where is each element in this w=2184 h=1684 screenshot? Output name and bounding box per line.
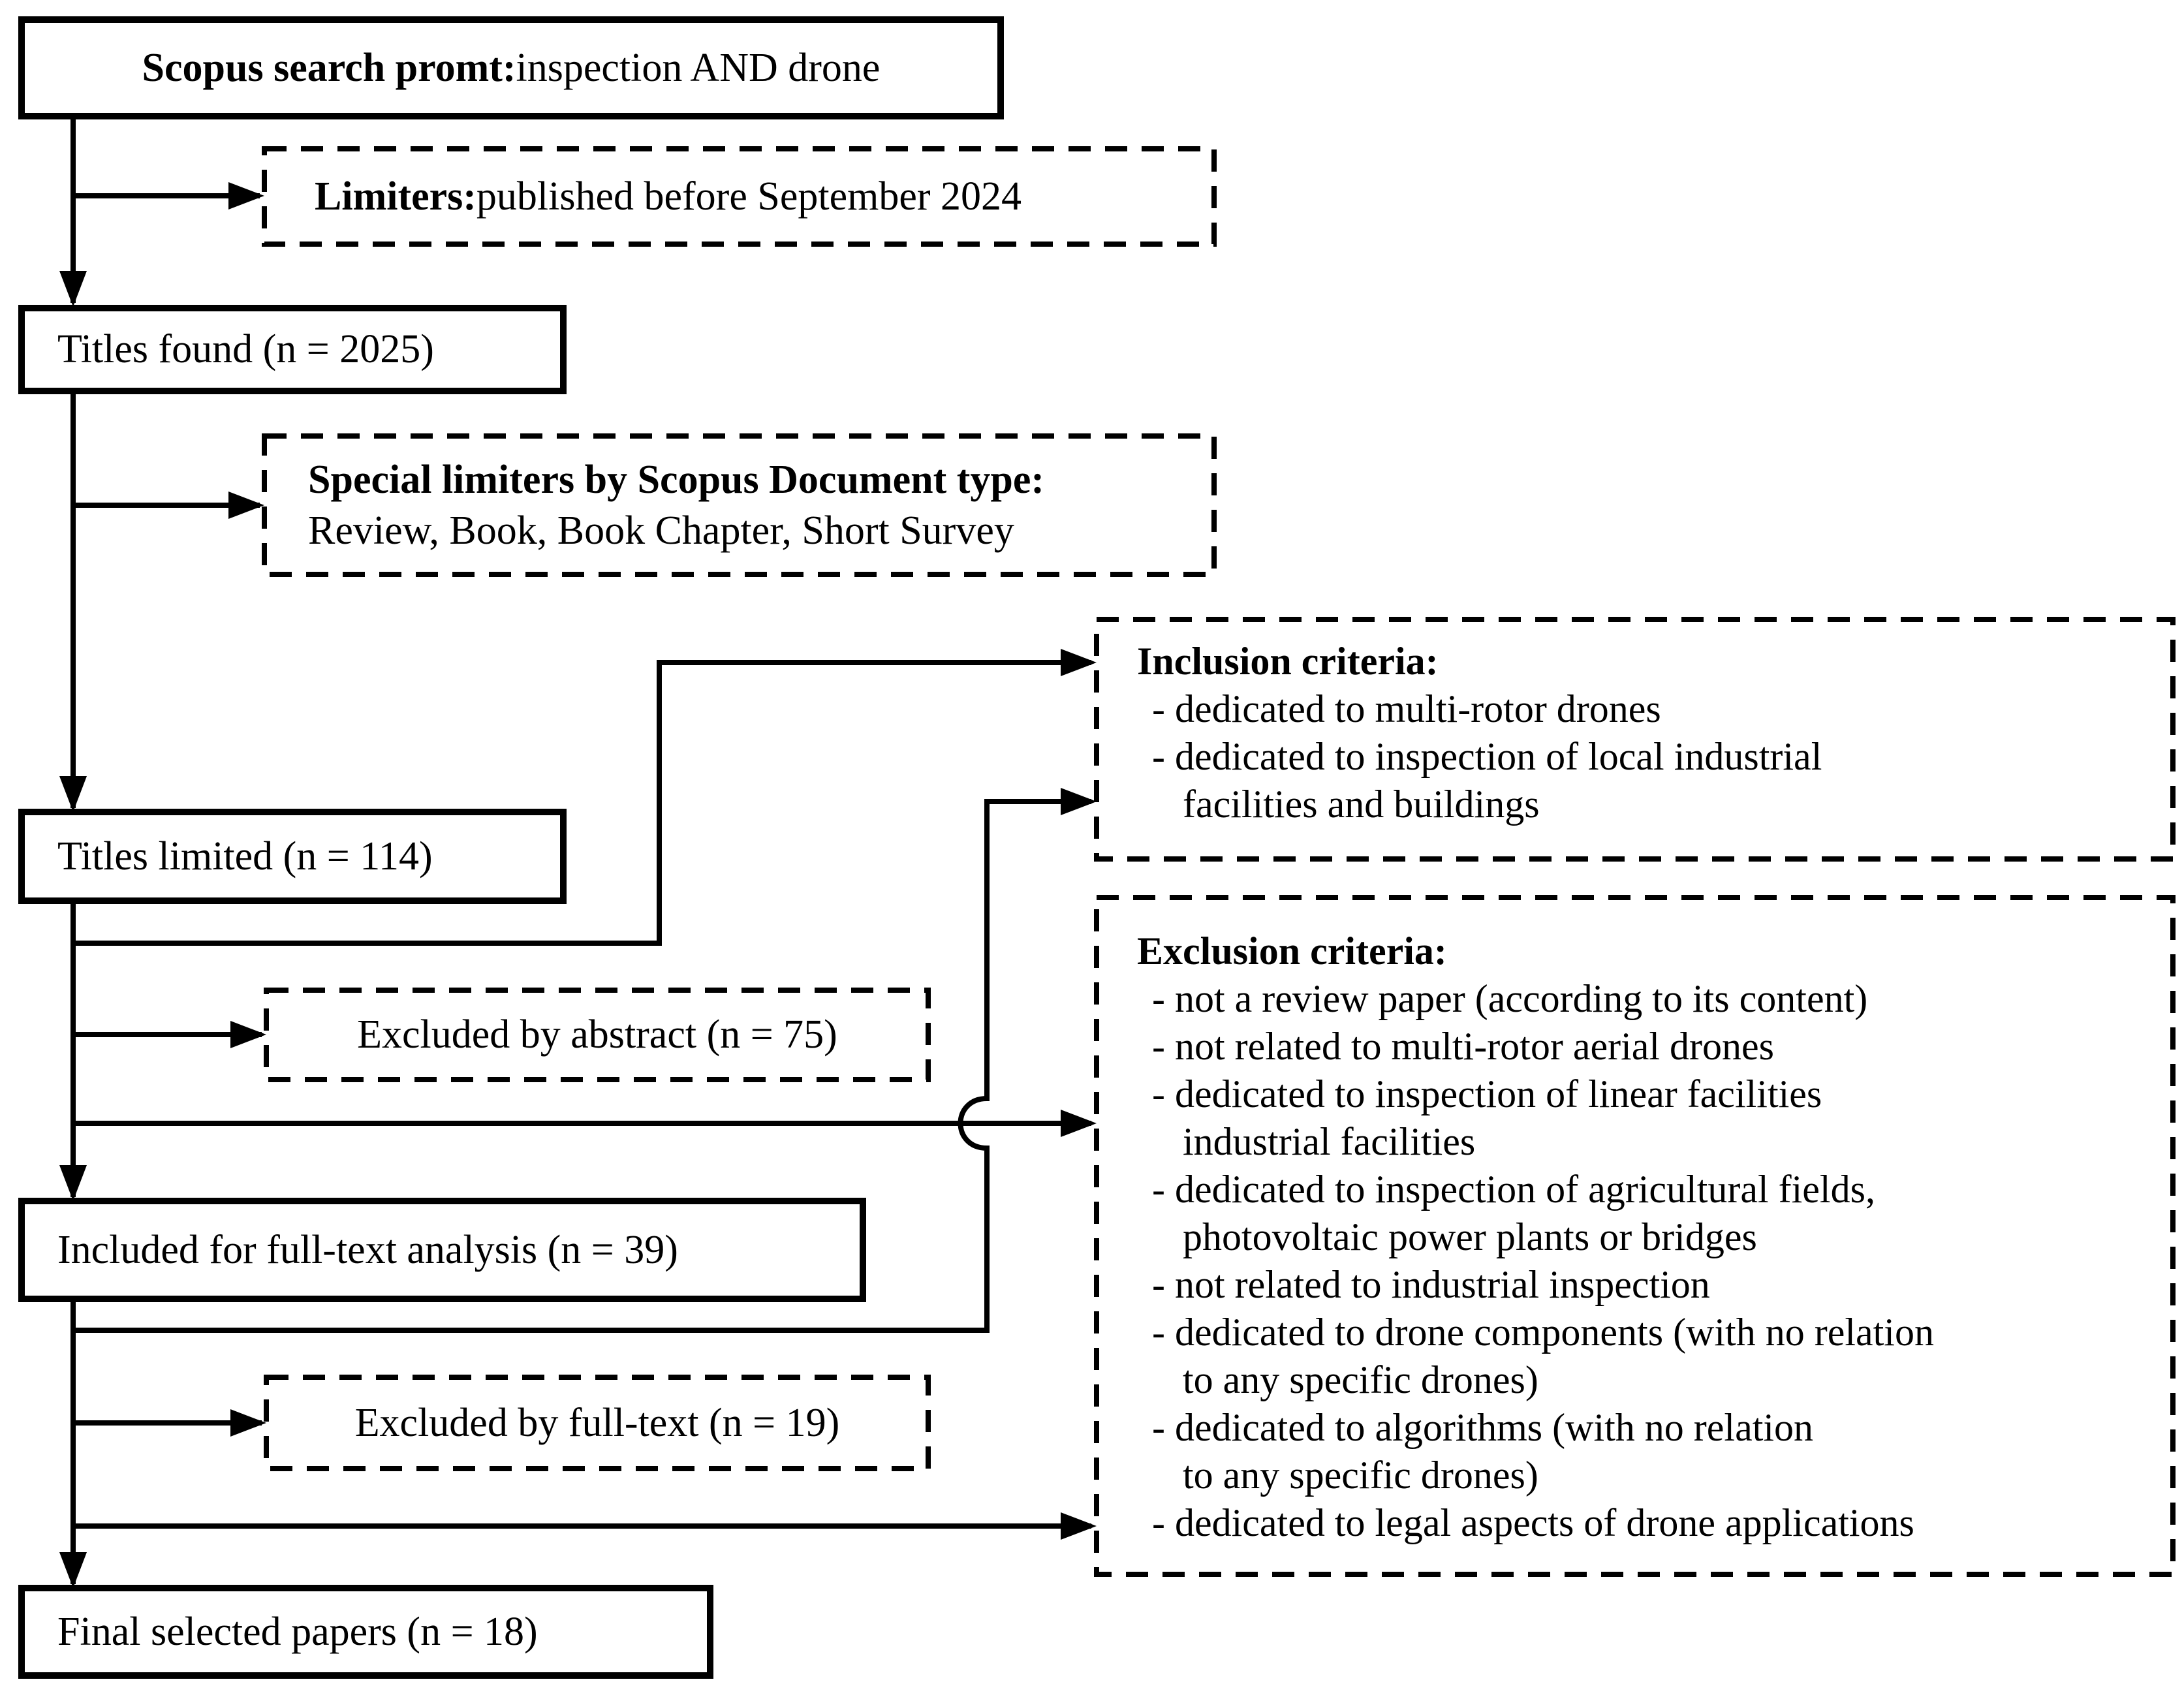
exclusion-item: - dedicated to drone components (with no… xyxy=(1152,1311,1934,1354)
scopus-search-label-bold: Scopus search promt: xyxy=(142,45,516,90)
arrowhead-final xyxy=(59,1552,87,1588)
inclusion-criteria-box: Inclusion criteria: - dedicated to multi… xyxy=(1097,619,2173,877)
arrowhead-excluded-abstract xyxy=(230,1021,266,1048)
arrowhead-titles-limited xyxy=(59,776,87,812)
excluded-abstract-label: Excluded by abstract (n = 75) xyxy=(357,1012,837,1057)
special-limiters-title: Special limiters by Scopus Document type… xyxy=(308,458,1045,502)
titles-found-box-border xyxy=(18,305,567,394)
exclusion-item: - not related to multi-rotor aerial dron… xyxy=(1152,1025,1774,1068)
exclusion-criteria-box: Exclusion criteria: - not a review paper… xyxy=(1097,897,2173,1604)
limiters-box-border xyxy=(262,146,1217,247)
inclusion-criteria-title: Inclusion criteria: xyxy=(1137,640,1439,683)
exclusion-item-continuation: to any specific drones) xyxy=(1183,1358,1538,1401)
excluded-fulltext-box-border xyxy=(264,1375,931,1471)
connector-titles-limited-to-inclusion xyxy=(73,660,1091,946)
exclusion-item: - dedicated to inspection of agricultura… xyxy=(1152,1168,1875,1211)
arrowhead-inclusion-lower xyxy=(1061,788,1097,815)
arrowhead-special-limiters xyxy=(228,491,264,519)
excluded-abstract-box-border xyxy=(264,988,931,1082)
inclusion-item: - dedicated to multi-rotor drones xyxy=(1152,687,1661,730)
included-box-border xyxy=(18,1198,866,1302)
arrowhead-limiters xyxy=(228,182,264,210)
exclusion-item: - dedicated to legal aspects of drone ap… xyxy=(1152,1501,1914,1544)
inclusion-item-continuation: facilities and buildings xyxy=(1183,783,1540,826)
included-fulltext-label: Included for full-text analysis (n = 39) xyxy=(57,1227,678,1272)
special-limiters-types: Review, Book, Book Chapter, Short Survey xyxy=(308,508,1014,553)
final-selected-box: Final selected papers (n = 18) xyxy=(25,1591,740,1672)
connector-included-to-inclusion-with-hop xyxy=(73,799,1091,1333)
excluded-fulltext-label: Excluded by full-text (n = 19) xyxy=(354,1400,840,1445)
exclusion-criteria-box-border xyxy=(1094,895,2176,1577)
exclusion-item-continuation: photovoltaic power plants or bridges xyxy=(1183,1215,1757,1258)
exclusion-item: - dedicated to algorithms (with no relat… xyxy=(1152,1406,1814,1449)
arrowhead-exclusion-lower xyxy=(1061,1512,1097,1540)
special-limiters-box: Special limiters by Scopus Document type… xyxy=(268,439,1251,572)
arrowhead-inclusion-upper xyxy=(1061,649,1097,676)
final-box-border xyxy=(18,1585,713,1679)
exclusion-criteria-title: Exclusion criteria: xyxy=(1137,929,1447,973)
scopus-search-box: Scopus search promt: inspection AND dron… xyxy=(25,23,997,113)
inclusion-criteria-box-border xyxy=(1094,617,2176,862)
exclusion-item: - not related to industrial inspection xyxy=(1152,1263,1710,1306)
arrowhead-included xyxy=(59,1165,87,1201)
titles-limited-box-border xyxy=(18,809,567,904)
arrowhead-excluded-fulltext xyxy=(230,1409,266,1437)
arrowhead-exclusion-upper xyxy=(1061,1110,1097,1137)
limiters-label-bold: Limiters: xyxy=(315,174,476,219)
excluded-fulltext-box: Excluded by full-text (n = 19) xyxy=(270,1380,925,1465)
limiters-box: Limiters: published before September 202… xyxy=(268,151,1258,242)
titles-limited-box: Titles limited (n = 114) xyxy=(25,815,593,897)
exclusion-item: - not a review paper (according to its c… xyxy=(1152,977,1868,1020)
inclusion-item: - dedicated to inspection of local indus… xyxy=(1152,735,1822,778)
included-fulltext-box: Included for full-text analysis (n = 39) xyxy=(25,1204,892,1296)
scopus-box-border xyxy=(18,16,1004,119)
limiters-label: published before September 2024 xyxy=(476,174,1022,219)
titles-limited-label: Titles limited (n = 114) xyxy=(57,834,433,879)
titles-found-label: Titles found (n = 2025) xyxy=(57,327,434,371)
excluded-abstract-box: Excluded by abstract (n = 75) xyxy=(270,993,925,1076)
scopus-search-label: inspection AND drone xyxy=(516,45,881,90)
exclusion-item-continuation: to any specific drones) xyxy=(1183,1454,1538,1497)
final-selected-label: Final selected papers (n = 18) xyxy=(57,1609,538,1654)
exclusion-item-continuation: industrial facilities xyxy=(1183,1120,1476,1163)
arrowhead-titles-found xyxy=(59,271,87,307)
exclusion-item: - dedicated to inspection of linear faci… xyxy=(1152,1072,1822,1115)
titles-found-box: Titles found (n = 2025) xyxy=(25,311,593,388)
special-limiters-box-border xyxy=(262,433,1217,577)
